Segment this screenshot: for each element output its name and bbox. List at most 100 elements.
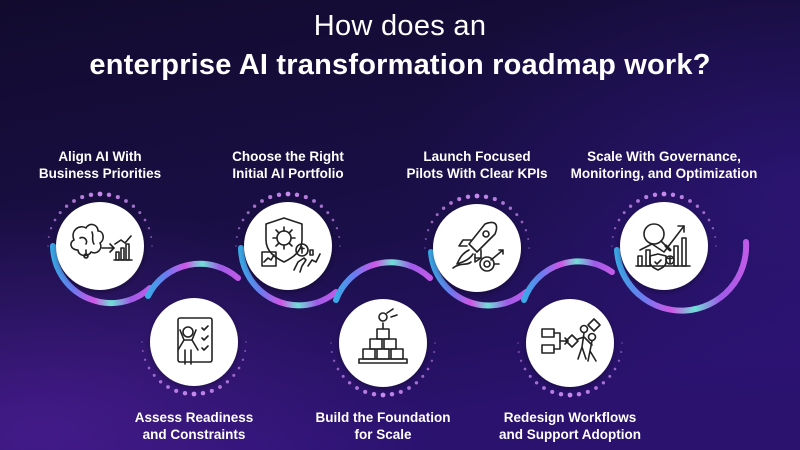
label-workflows: Redesign Workflows and Support Adoption: [465, 409, 675, 443]
halo-portfolio: [235, 191, 341, 247]
halo-dot: [363, 389, 368, 394]
halo-dot: [80, 195, 85, 200]
label-scale: Scale With Governance, Monitoring, and O…: [559, 148, 769, 182]
halo-dot: [131, 204, 136, 208]
brain-arrow-chart-icon: [70, 223, 133, 261]
label-align-line1: Align AI With: [58, 149, 142, 164]
label-scale-line2: Monitoring, and Optimization: [570, 166, 758, 181]
halo-foundation: [330, 342, 436, 398]
halo-dot: [441, 206, 446, 210]
halo-dot: [244, 350, 247, 352]
label-assess-line1: Assess Readiness: [134, 410, 254, 425]
circle-scale: [620, 202, 708, 290]
halo-dot: [449, 201, 453, 205]
halo-dot: [330, 351, 333, 353]
circle-workflows: [526, 299, 614, 387]
halo-dot: [64, 204, 69, 208]
step-circles: [56, 202, 708, 387]
halo-dot: [407, 386, 411, 390]
halo-dot: [517, 342, 519, 344]
halo-dot: [483, 194, 489, 200]
halo-dot: [688, 199, 692, 203]
label-assess-line2: and Constraints: [142, 427, 246, 442]
halo-dot: [141, 350, 144, 352]
halo-dot: [218, 385, 222, 389]
halo-dot: [613, 367, 617, 371]
halo-dot: [276, 192, 282, 198]
halo-dot: [611, 236, 614, 238]
halo-dot: [457, 197, 462, 202]
halo-dot: [398, 389, 403, 394]
halo-dot: [115, 195, 120, 200]
halo-dot: [138, 211, 142, 215]
halo-dot: [347, 381, 352, 385]
halo-dot: [558, 391, 564, 397]
halo-dot: [695, 204, 700, 208]
halo-dot: [88, 192, 94, 198]
halo-dot: [617, 359, 621, 362]
halo-dot: [389, 391, 395, 397]
halo-dot: [527, 238, 530, 240]
label-foundation-line2: for Scale: [354, 427, 412, 442]
label-portfolio-line1: Choose the Right: [232, 149, 344, 164]
halo-dot: [628, 204, 633, 208]
halo-dot: [191, 391, 197, 397]
halo-dot: [430, 359, 434, 362]
halo-dot: [232, 373, 236, 377]
label-pilots-line1: Launch Focused: [423, 149, 531, 164]
halo-dot: [47, 236, 50, 238]
halo-dot: [508, 206, 513, 210]
label-assess: Assess Readiness and Constraints: [89, 409, 299, 443]
halo-dot: [141, 341, 143, 343]
halo-dot: [434, 342, 436, 344]
halo-dot: [336, 367, 340, 371]
halo-dot: [435, 213, 439, 217]
halo-dot: [166, 385, 170, 389]
foundation-blocks-icon: [358, 308, 408, 364]
halo-dot: [260, 199, 264, 203]
halo-dot: [576, 391, 582, 397]
halo-dot: [341, 374, 345, 378]
halo-dot: [174, 388, 179, 393]
halo-dot: [711, 227, 715, 230]
halo-dot: [152, 373, 156, 377]
arc-assess-top: [145, 260, 241, 299]
halo-dot: [661, 191, 667, 197]
halo-dot: [601, 381, 606, 385]
halo-dot: [492, 197, 497, 202]
halo-dot: [235, 245, 237, 247]
halo-dot: [636, 199, 640, 203]
label-foundation-line1: Build the Foundation: [315, 410, 451, 425]
label-pilots-line2: Pilots With Clear KPIs: [406, 166, 548, 181]
label-align: Align AI With Business Priorities: [0, 148, 205, 182]
halo-dot: [644, 195, 649, 200]
halo-dot: [520, 220, 524, 224]
halo-dot: [414, 381, 419, 385]
arc-foundation-top: [333, 259, 433, 303]
shield-portfolio-icon: [261, 217, 321, 273]
halo-dot: [621, 342, 623, 344]
halo-dot: [519, 359, 523, 362]
halo-dot: [106, 192, 112, 198]
halo-dot: [620, 351, 623, 353]
halo-dot: [49, 227, 53, 230]
halo-dot: [424, 247, 426, 249]
halo-dot: [331, 218, 335, 222]
halo-dot: [528, 374, 532, 378]
halo-dot: [528, 247, 530, 249]
halo-dot: [319, 204, 324, 208]
halo-dot: [515, 213, 519, 217]
halo-dot: [371, 391, 377, 397]
label-align-line2: Business Priorities: [38, 166, 162, 181]
halo-dot: [517, 351, 520, 353]
label-portfolio-line2: Initial AI Portfolio: [232, 166, 344, 181]
halo-dot: [312, 199, 316, 203]
halo-dot: [613, 227, 617, 230]
halo-dot: [524, 229, 528, 232]
dotted-halos: [47, 191, 717, 398]
halo-dot: [430, 220, 434, 224]
halo-dot: [58, 211, 62, 215]
halo-dot: [715, 245, 717, 247]
label-pilots: Launch Focused Pilots With Clear KPIs: [372, 148, 582, 182]
halo-dot: [237, 227, 241, 230]
